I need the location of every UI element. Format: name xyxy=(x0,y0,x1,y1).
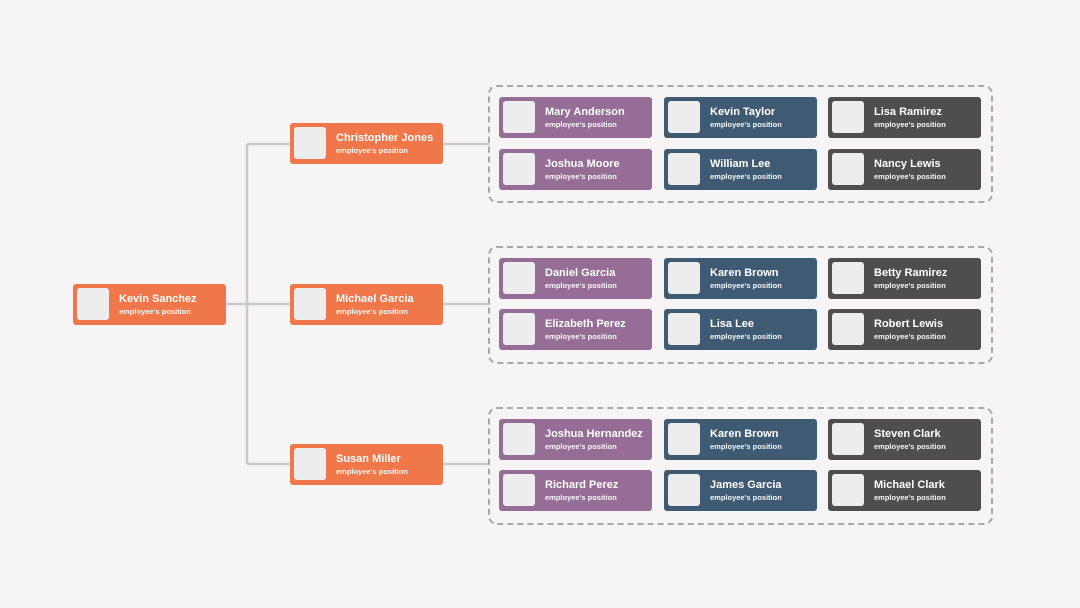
team-card[interactable]: James Garcia employee's position xyxy=(664,470,817,511)
avatar xyxy=(503,153,535,185)
avatar xyxy=(668,313,700,345)
avatar xyxy=(832,262,864,294)
team-group-2 xyxy=(488,246,993,364)
team-card[interactable]: Lisa Ramirez employee's position xyxy=(828,97,981,138)
team-card[interactable]: Nancy Lewis employee's position xyxy=(828,149,981,190)
employee-position: employee's position xyxy=(874,442,946,451)
employee-name: Robert Lewis xyxy=(874,318,944,330)
team-card[interactable]: Robert Lewis employee's position xyxy=(828,309,981,350)
employee-name: Joshua Hernandez xyxy=(545,428,643,440)
avatar xyxy=(503,474,535,506)
employee-name: Nancy Lewis xyxy=(874,158,941,170)
employee-position: employee's position xyxy=(874,281,946,290)
employee-name: James Garcia xyxy=(710,479,782,491)
team-card[interactable]: Michael Clark employee's position xyxy=(828,470,981,511)
avatar xyxy=(832,474,864,506)
employee-name: Michael Clark xyxy=(874,479,945,491)
employee-position: employee's position xyxy=(874,120,946,129)
employee-position: employee's position xyxy=(710,172,782,181)
team-card[interactable]: Joshua Hernandez employee's position xyxy=(499,419,652,460)
avatar xyxy=(668,101,700,133)
avatar xyxy=(77,288,109,320)
team-group-1 xyxy=(488,85,993,203)
team-card[interactable]: Karen Brown employee's position xyxy=(664,419,817,460)
employee-position: employee's position xyxy=(545,332,617,341)
team-card[interactable]: Kevin Taylor employee's position xyxy=(664,97,817,138)
team-card[interactable]: Lisa Lee employee's position xyxy=(664,309,817,350)
employee-position: employee's position xyxy=(710,120,782,129)
manager-card-3[interactable]: Susan Miller employee's position xyxy=(290,444,443,485)
connector-root-spine xyxy=(226,142,291,466)
avatar xyxy=(503,423,535,455)
employee-position: employee's position xyxy=(545,120,617,129)
team-group-3 xyxy=(488,407,993,525)
employee-position: employee's position xyxy=(710,442,782,451)
employee-position: employee's position xyxy=(545,172,617,181)
employee-name: Lisa Ramirez xyxy=(874,106,942,118)
employee-name: Karen Brown xyxy=(710,267,779,279)
team-card[interactable]: Elizabeth Perez employee's position xyxy=(499,309,652,350)
avatar xyxy=(503,262,535,294)
team-card[interactable]: Karen Brown employee's position xyxy=(664,258,817,299)
employee-name: Richard Perez xyxy=(545,479,619,491)
team-card[interactable]: Betty Ramirez employee's position xyxy=(828,258,981,299)
avatar xyxy=(832,153,864,185)
avatar xyxy=(668,423,700,455)
employee-position: employee's position xyxy=(119,307,191,316)
employee-name: Michael Garcia xyxy=(336,293,414,305)
employee-position: employee's position xyxy=(545,493,617,502)
avatar xyxy=(832,313,864,345)
employee-position: employee's position xyxy=(545,442,617,451)
avatar xyxy=(668,262,700,294)
team-card[interactable]: Daniel Garcia employee's position xyxy=(499,258,652,299)
employee-name: Kevin Taylor xyxy=(710,106,776,118)
avatar xyxy=(832,101,864,133)
avatar xyxy=(503,313,535,345)
employee-position: employee's position xyxy=(874,332,946,341)
employee-position: employee's position xyxy=(874,493,946,502)
team-card[interactable]: William Lee employee's position xyxy=(664,149,817,190)
team-card[interactable]: Richard Perez employee's position xyxy=(499,470,652,511)
employee-position: employee's position xyxy=(336,146,408,155)
employee-name: Christopher Jones xyxy=(336,132,434,144)
employee-name: Lisa Lee xyxy=(710,318,755,330)
employee-name: Daniel Garcia xyxy=(545,267,616,279)
avatar xyxy=(668,153,700,185)
employee-position: employee's position xyxy=(710,332,782,341)
manager-card-2[interactable]: Michael Garcia employee's position xyxy=(290,284,443,325)
avatar xyxy=(832,423,864,455)
employee-position: employee's position xyxy=(336,307,408,316)
avatar xyxy=(294,127,326,159)
employee-position: employee's position xyxy=(710,281,782,290)
employee-position: employee's position xyxy=(336,467,408,476)
employee-position: employee's position xyxy=(710,493,782,502)
employee-position: employee's position xyxy=(545,281,617,290)
avatar xyxy=(294,288,326,320)
employee-name: William Lee xyxy=(710,158,771,170)
root-card[interactable]: Kevin Sanchez employee's position xyxy=(73,284,226,325)
manager-card-1[interactable]: Christopher Jones employee's position xyxy=(290,123,443,164)
employee-name: Elizabeth Perez xyxy=(545,318,626,330)
employee-position: employee's position xyxy=(874,172,946,181)
team-card[interactable]: Joshua Moore employee's position xyxy=(499,149,652,190)
avatar xyxy=(503,101,535,133)
employee-name: Karen Brown xyxy=(710,428,779,440)
employee-name: Joshua Moore xyxy=(545,158,620,170)
avatar xyxy=(668,474,700,506)
avatar xyxy=(294,448,326,480)
team-card[interactable]: Mary Anderson employee's position xyxy=(499,97,652,138)
team-card[interactable]: Steven Clark employee's position xyxy=(828,419,981,460)
employee-name: Susan Miller xyxy=(336,453,401,465)
employee-name: Mary Anderson xyxy=(545,106,625,118)
employee-name: Steven Clark xyxy=(874,428,941,440)
employee-name: Betty Ramirez xyxy=(874,267,948,279)
employee-name: Kevin Sanchez xyxy=(119,293,197,305)
